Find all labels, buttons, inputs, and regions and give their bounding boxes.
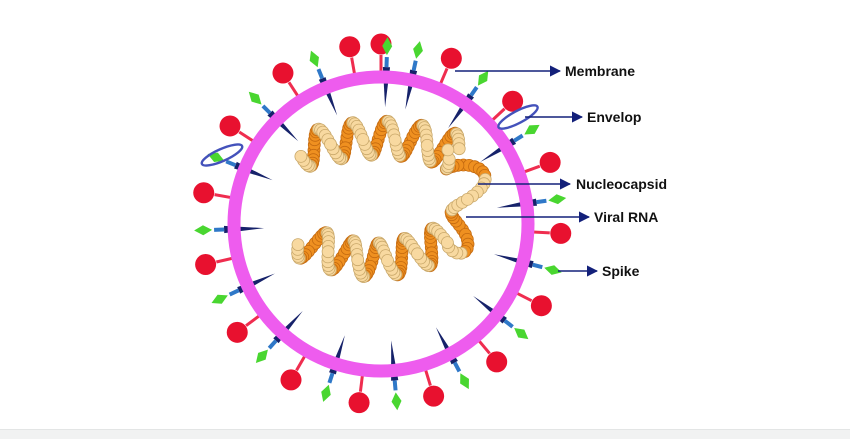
spike-head: [272, 63, 293, 84]
protein-cap: [212, 295, 228, 304]
spike-head: [531, 295, 552, 316]
spike-head: [349, 392, 370, 413]
protein-tip: [514, 136, 522, 141]
nucleocapsid-bead: [441, 237, 453, 249]
membrane-label: Membrane: [565, 63, 635, 79]
spike-head: [195, 254, 216, 275]
protein-cap: [392, 392, 402, 410]
viral-rna-label: Viral RNA: [594, 209, 658, 225]
protein-cap: [310, 51, 319, 68]
protein-cap: [544, 265, 561, 275]
spike-head: [550, 223, 571, 244]
nucleocapsid-label: Nucleocapsid: [576, 176, 667, 192]
spike-head: [441, 48, 462, 69]
protein-tip: [263, 106, 270, 113]
spike-head: [486, 351, 507, 372]
protein-tip: [318, 69, 322, 78]
nucleocapsid-bead: [442, 144, 454, 156]
protein-tip: [269, 341, 276, 348]
protein-cap: [524, 125, 539, 135]
nucleocapsid-bead: [292, 239, 304, 251]
protein-tip: [230, 290, 239, 294]
protein-cap: [413, 41, 423, 59]
nucleocapsid-bead: [322, 246, 334, 258]
nucleocapsid-bead: [325, 138, 337, 150]
protein-tip: [536, 201, 546, 202]
spike-head: [423, 386, 444, 407]
spike-head: [220, 115, 241, 136]
protein-cap: [478, 71, 488, 86]
protein-tip: [471, 87, 477, 95]
spike-head: [227, 322, 248, 343]
spike-proteins: [193, 34, 571, 414]
protein-tip: [414, 61, 416, 71]
spike-label: Spike: [602, 263, 640, 279]
spike-head: [540, 152, 561, 173]
nucleocapsid-bead: [421, 139, 433, 151]
protein-cap: [460, 373, 469, 389]
nucleocapsid-bead: [412, 248, 424, 260]
protein-cap: [194, 225, 212, 235]
protein-tip: [226, 161, 235, 165]
nucleocapsid-bead: [295, 150, 307, 162]
protein-tip: [533, 265, 543, 268]
spike-head: [193, 182, 214, 203]
nucleocapsid-bead: [357, 134, 369, 146]
protein-tip: [455, 363, 460, 372]
protein-tip: [505, 321, 513, 327]
envelop-label: Envelop: [587, 109, 641, 125]
protein-cap: [548, 194, 566, 204]
protein-cap: [514, 328, 528, 339]
protein-cap: [249, 92, 262, 105]
nucleocapsid-bead: [352, 254, 364, 266]
nucleocapsid-bead: [382, 255, 394, 267]
spike-head: [281, 369, 302, 390]
protein-tip: [329, 373, 332, 383]
nucleocapsid-bead: [453, 143, 465, 155]
protein-cap: [321, 385, 331, 402]
nucleocapsid-bead: [389, 134, 401, 146]
protein-cap: [256, 350, 268, 363]
spike-head: [339, 36, 360, 57]
protein-tip: [395, 380, 396, 390]
nucleocapsid-coil: [292, 115, 492, 282]
nucleocapsid-bead: [461, 193, 473, 205]
